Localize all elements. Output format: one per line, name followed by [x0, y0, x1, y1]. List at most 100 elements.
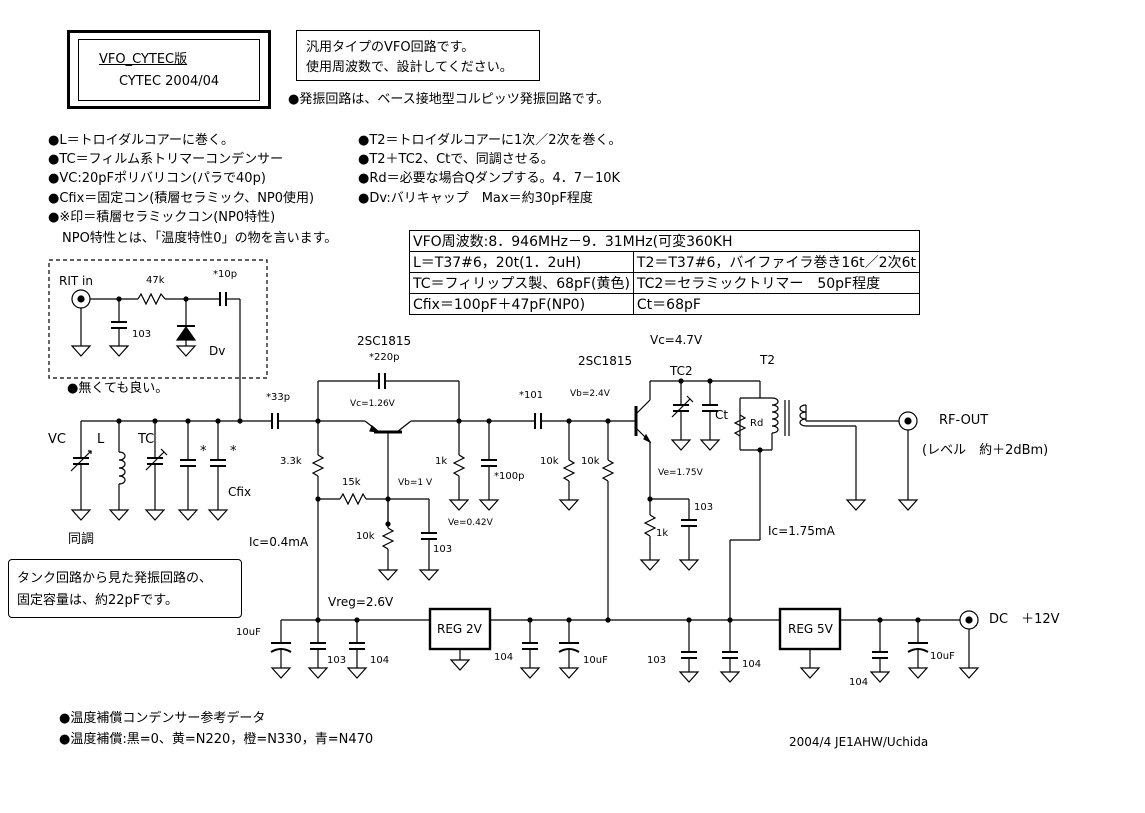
resistor-10k-b: [601, 459, 615, 482]
label-vc-q1: Vc=1.26V: [350, 399, 395, 409]
label-rf-level: (レベル 約＋2dBm): [922, 443, 1049, 458]
legend-right-item: ●T2＝トロイダルコアーに1次／2次を巻く。: [358, 133, 622, 148]
tank-note-line-1: タンク回路から見た発振回路の、: [17, 571, 213, 586]
transistor-q1: [364, 420, 412, 524]
label-l: L: [97, 432, 105, 447]
label-ve-q2: Ve=1.75V: [658, 468, 703, 478]
label-103-rit: 103: [132, 329, 152, 340]
label-reg5v: REG 5V: [788, 622, 833, 636]
title-text: VFO_CYTEC版: [99, 52, 188, 67]
resistor-47k: [137, 292, 166, 306]
capacitor-103-a: [307, 620, 329, 679]
label-cfix: Cfix: [228, 485, 252, 499]
label-optional: ●無くても良い。: [67, 381, 169, 396]
title-box: [67, 30, 271, 109]
resistor-rd: [733, 414, 747, 437]
note-line-1: 汎用タイプのVFO回路です。: [306, 40, 475, 55]
variable-capacitor-vc: [70, 421, 92, 521]
legend-left-item: ●VC:20pFポリバリコン(パラで40p): [48, 171, 266, 186]
legend-left-item: ●※印＝積層セラミックコン(NP0特性): [48, 210, 276, 225]
capacitor-104-c: [719, 620, 741, 683]
title-box-inner: [78, 39, 260, 101]
capacitor-101: [534, 413, 542, 429]
capacitor-220p: [378, 373, 386, 389]
label-ic-q1: Ic=0.4mA: [249, 535, 309, 549]
capacitor-33p: [271, 413, 279, 429]
spec-header: VFO周波数:8．946MHz－9．31MHz(可変360KH: [409, 230, 920, 252]
label-101: *101: [519, 390, 544, 401]
label-1k-q1: 1k: [435, 456, 448, 467]
transistor-q2: [634, 381, 652, 499]
dc-input-jack: [958, 610, 980, 679]
electrolytic-10uf-b: [558, 620, 580, 679]
spec-cell: T2＝T37#6，バイファイラ巻き16t／2次6t: [632, 251, 920, 273]
label-q2-name: 2SC1815: [578, 354, 633, 368]
label-100p: *100p: [494, 471, 525, 482]
label-3k3: 3.3k: [280, 456, 302, 467]
label-10k-q1: 10k: [356, 531, 375, 542]
capacitor-103-rit: [108, 299, 130, 357]
rit-input-jack: [70, 289, 92, 357]
spec-cell: L＝T37#6，20t(1．2uH): [409, 251, 634, 273]
label-star-1: *: [200, 444, 207, 459]
capacitor-103-b: [678, 620, 700, 683]
footer-temp-2: ●温度補償:黒=0、黄=N220，橙=N330，青=N470: [59, 732, 374, 747]
label-ct: Ct: [715, 408, 729, 422]
resistor-1k-q1: [452, 454, 466, 477]
label-104-d: 104: [849, 677, 869, 688]
spec-cell: Cfix＝100pF＋47pF(NP0): [409, 293, 634, 315]
label-10p: *10p: [213, 269, 238, 280]
note-line-2: 使用周波数で、設計してください。: [306, 60, 513, 75]
label-dc: DC ＋12V: [989, 612, 1060, 627]
legend-left-item: ●L＝トロイダルコアーに巻く。: [48, 133, 235, 148]
capacitor-104-a: [346, 620, 368, 679]
tank-note-box: [8, 559, 242, 618]
label-33p: *33p: [266, 392, 291, 403]
inductor-l: [108, 421, 130, 521]
resistor-10k-q1: [381, 527, 395, 550]
varicap-dv: [175, 299, 197, 357]
label-vc-q2: Vc=4.7V: [650, 333, 703, 347]
label-tc: TC: [138, 432, 155, 447]
label-ve-q1: Ve=0.42V: [448, 518, 493, 528]
label-10uf-c: 10uF: [930, 651, 955, 662]
label-10uf-b: 10uF: [583, 655, 608, 666]
label-103-q1: 103: [433, 544, 453, 555]
legend-left-item: ●Cfix＝固定コン(積層セラミック、NP0使用): [48, 191, 315, 206]
label-star-2: *: [230, 444, 237, 459]
label-103-q2: 103: [694, 502, 714, 513]
label-104-a: 104: [370, 655, 390, 666]
resistor-1k-q2: [643, 514, 657, 537]
rit-optional-box: [48, 259, 268, 379]
legend-right-item: ●T2＋TC2、Ctで、同調させる。: [358, 152, 554, 167]
label-vb-q1: Vb=1 V: [398, 478, 433, 488]
label-103-b: 103: [647, 655, 667, 666]
spec-cell: Ct＝68pF: [632, 293, 920, 315]
label-dv: Dv: [209, 344, 226, 358]
label-tune: 同調: [68, 532, 95, 547]
electrolytic-10uf-c: [907, 620, 929, 679]
title-subtitle: CYTEC 2004/04: [119, 74, 220, 89]
label-tc2: TC2: [670, 364, 693, 378]
footer-temp-1: ●温度補償コンデンサー参考データ: [59, 711, 266, 726]
spec-cell: TC＝フィリップス製、68pF(黄色): [409, 272, 634, 294]
footer-credit: 2004/4 JE1AHW/Uchida: [789, 735, 929, 749]
label-vc: VC: [48, 432, 66, 447]
label-104-b: 104: [494, 652, 514, 663]
capacitor-10p: [219, 292, 227, 306]
resistor-3k3: [311, 454, 325, 477]
label-47k: 47k: [146, 275, 165, 286]
capacitor-cfix-2: [207, 421, 229, 521]
tank-note-line-2: 固定容量は、約22pFです。: [17, 593, 178, 608]
label-104-c: 104: [742, 659, 762, 670]
note-box: [296, 30, 540, 81]
label-220p: *220p: [369, 352, 400, 363]
legend-left-item: ●TC＝フィルム系トリマーコンデンサー: [48, 152, 284, 167]
label-vreg: Vreg=2.6V: [328, 595, 394, 609]
label-103-a: 103: [327, 655, 347, 666]
electrolytic-10uf-a: [270, 620, 292, 679]
capacitor-104-b: [519, 620, 541, 679]
label-q1-name: 2SC1815: [357, 334, 412, 348]
legend-right-item: ●Rd＝必要な場合Qダンプする。4．7－10K: [358, 171, 621, 186]
